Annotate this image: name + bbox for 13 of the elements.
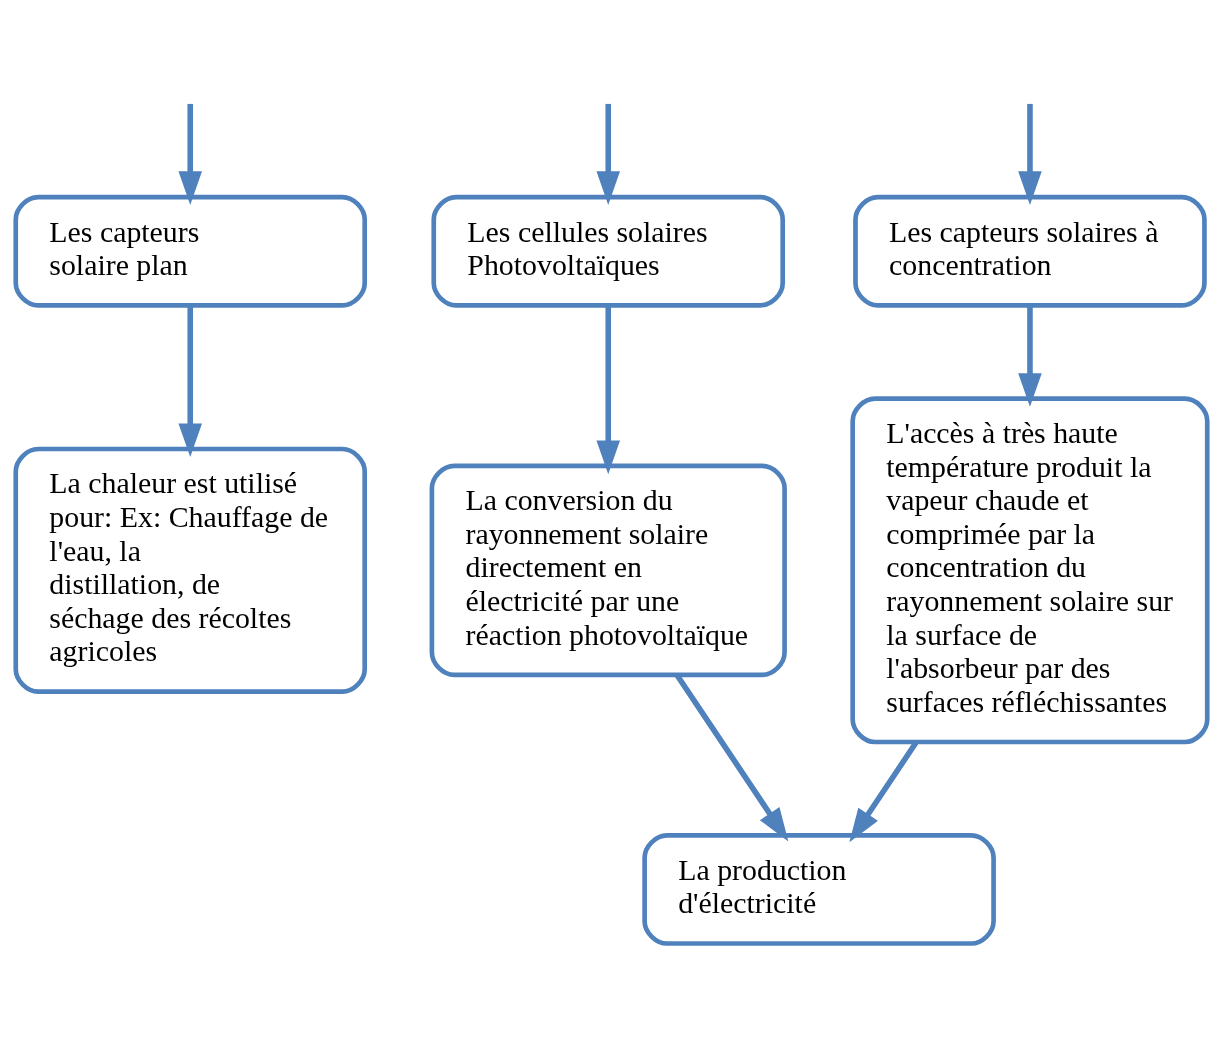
node-box: L'accès à très haute température produit la vapeur chaude et comprimée par la concentration du rayonnement solaire sur la surface de l'absorbeur par des surfaces réfléchissantes xyxy=(850,395,1210,744)
node-box: Les capteurs solaire plan xyxy=(13,194,368,308)
arrow xyxy=(1018,305,1042,407)
arrow xyxy=(178,305,202,457)
arrow xyxy=(596,305,620,474)
node-box: La chaleur est utilisé pour: Ex: Chauffage de l'eau, la distillation, de séchage des récoltes agricoles xyxy=(13,446,368,694)
arrow xyxy=(596,103,620,205)
arrow xyxy=(178,103,202,205)
node-box: Les cellules solaires Photovoltaïques xyxy=(431,194,786,308)
arrow xyxy=(1018,103,1042,205)
node-box: La conversion du rayonnement solaire directement en électricité par une réaction photovoltaïque xyxy=(429,463,787,677)
node-box: La production d'électricité xyxy=(642,832,996,946)
node-box: Les capteurs solaires à concentration xyxy=(853,194,1207,308)
